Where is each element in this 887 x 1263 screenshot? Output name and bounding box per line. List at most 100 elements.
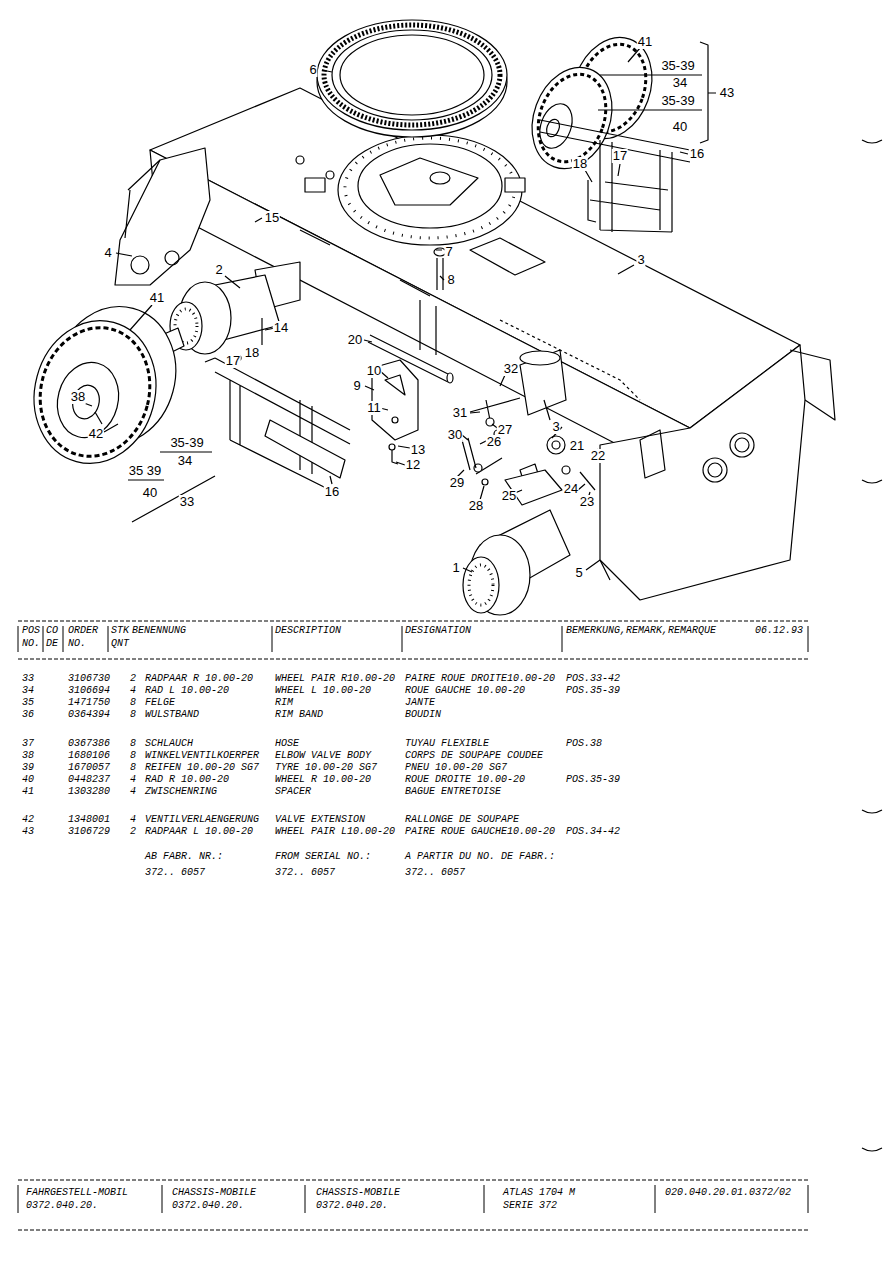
- callout-number: 6: [308, 63, 317, 77]
- callout-number: 38: [70, 390, 86, 404]
- linkage-parts: [462, 438, 476, 470]
- table-cell: 34: [22, 685, 34, 697]
- table-cell: 0364394: [68, 709, 110, 721]
- axle-front: [469, 565, 493, 605]
- left-wheel: [26, 315, 164, 469]
- chassis-frame: [470, 238, 545, 275]
- table-cell: 33: [22, 673, 34, 685]
- frame-end-right: [708, 463, 722, 477]
- callout-number: 3: [551, 420, 560, 434]
- table-header: NO.: [22, 638, 40, 650]
- turntable: [345, 138, 515, 238]
- table-cell: 36: [22, 709, 34, 721]
- callout-number: 35 39: [128, 464, 163, 478]
- left-wheel: [18, 293, 191, 477]
- right-support-frame: [540, 120, 690, 232]
- footer-text: 0372.040.20.: [316, 1200, 388, 1212]
- serial-note: A PARTIR DU NO. DE FABR.:: [405, 851, 555, 863]
- table-cell: 1348001: [68, 814, 110, 826]
- chassis-frame: [296, 156, 304, 164]
- table-cell: PAIRE ROUE DROITE10.00-20: [405, 673, 555, 685]
- axle-rear: [261, 318, 262, 345]
- table-cell: RAD L 10.00-20: [145, 685, 229, 697]
- table-cell: WULSTBAND: [145, 709, 199, 721]
- table-header: DESCRIPTION: [275, 625, 341, 637]
- callout-number: 40: [142, 486, 158, 500]
- frame-end-right: [790, 350, 835, 420]
- axle-front: [463, 470, 570, 615]
- frame-end-left: [165, 251, 179, 265]
- footer-text: ATLAS 1704 M: [503, 1187, 575, 1199]
- table-header: ORDER: [68, 625, 98, 637]
- pin: [437, 258, 443, 290]
- table-header: BEMERKUNG,REMARK,REMARQUE: [566, 625, 716, 637]
- callout-number: 42: [88, 427, 104, 441]
- table-header: BENENNUNG: [132, 625, 186, 637]
- callout-number: 30: [447, 428, 463, 442]
- turntable: [305, 178, 325, 192]
- callout-number: 17: [612, 149, 628, 163]
- left-support-frame: [265, 420, 345, 478]
- callout-number: 34: [672, 76, 688, 90]
- leader-line: [128, 452, 215, 522]
- table-cell: 2: [130, 673, 136, 685]
- table-cell: 40: [22, 774, 34, 786]
- table-cell: 3106730: [68, 673, 110, 685]
- table-header: POS: [22, 625, 40, 637]
- right-wheels: [527, 65, 618, 171]
- callout-number: 22: [590, 449, 606, 463]
- right-support-frame: [540, 120, 690, 232]
- table-cell: 4: [130, 814, 136, 826]
- footer-text: 0372.040.20.: [172, 1200, 244, 1212]
- table-cell: BOUDIN: [405, 709, 441, 721]
- table-cell: ELBOW VALVE BODY: [275, 750, 371, 762]
- table-cell: WHEEL PAIR R10.00-20: [275, 673, 395, 685]
- table-cell: 8: [130, 762, 136, 774]
- footer-text: 020.040.20.01.0372/02: [665, 1187, 791, 1199]
- table-header: QNT: [111, 638, 129, 650]
- callout-number: 26: [486, 435, 502, 449]
- turntable: [338, 135, 522, 245]
- frame-end-right: [735, 438, 749, 452]
- table-cell: 8: [130, 697, 136, 709]
- table-rule: [18, 1185, 808, 1213]
- table-cell: 4: [130, 685, 136, 697]
- callout-number: 4: [103, 246, 112, 260]
- table-cell: HOSE: [275, 738, 299, 750]
- table-cell: RALLONGE DE SOUPAPE: [405, 814, 519, 826]
- callout-number: 28: [468, 499, 484, 513]
- table-cell: BAGUE ENTRETOISE: [405, 786, 501, 798]
- table-header: DE: [46, 638, 58, 650]
- table-cell: 0448237: [68, 774, 110, 786]
- callout-number: 34: [177, 454, 193, 468]
- footer-text: 0372.040.20.: [26, 1200, 98, 1212]
- left-wheel: [95, 412, 102, 424]
- callout-number: 18: [572, 157, 588, 171]
- serial-note: 372.. 6057: [145, 867, 205, 879]
- table-cell: ROUE GAUCHE 10.00-20: [405, 685, 525, 697]
- callout-number: 3: [636, 253, 645, 267]
- table-cell: FELGE: [145, 697, 175, 709]
- table-cell: RADPAAR R 10.00-20: [145, 673, 253, 685]
- linkage-parts: [547, 436, 565, 454]
- callout-number: 35-39: [169, 436, 204, 450]
- left-support-frame: [205, 358, 215, 362]
- slewing-ring: [340, 35, 484, 115]
- chassis-frame: [326, 171, 334, 179]
- table-cell: 1670057: [68, 762, 110, 774]
- table-cell: 39: [22, 762, 34, 774]
- footer-text: CHASSIS-MOBILE: [316, 1187, 400, 1199]
- linkage-parts: [562, 466, 570, 474]
- right-wheels: [519, 26, 666, 180]
- margin-mark: [862, 140, 882, 1151]
- callout-number: 10: [366, 364, 382, 378]
- serial-note: FROM SERIAL NO.:: [275, 851, 371, 863]
- table-cell: 35: [22, 697, 34, 709]
- table-cell: TUYAU FLEXIBLE: [405, 738, 489, 750]
- table-cell: 8: [130, 709, 136, 721]
- callout-number: 21: [569, 439, 585, 453]
- callout-number: 25: [501, 489, 517, 503]
- turntable: [430, 172, 450, 184]
- steering-cylinder: [520, 350, 566, 415]
